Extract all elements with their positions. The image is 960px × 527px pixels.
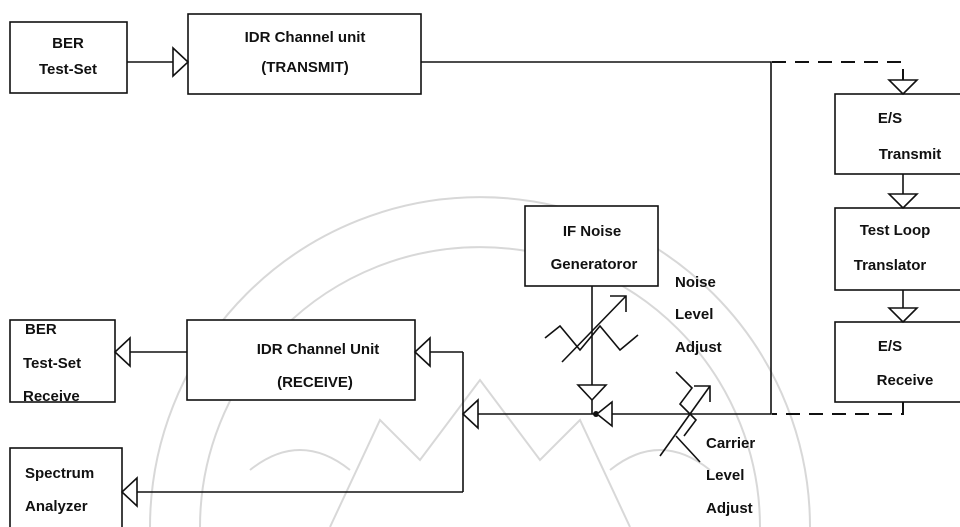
svg-text:Level: Level: [706, 467, 744, 484]
block-test-loop-translator: Test Loop Translator: [834, 207, 960, 291]
svg-text:IF Noise: IF Noise: [563, 223, 621, 240]
carrier-level-adjust-label: Carrier Level Adjust: [706, 435, 755, 517]
arrow-into-split: [461, 398, 479, 430]
svg-text:Carrier: Carrier: [706, 435, 755, 452]
signal-paths: [113, 46, 919, 508]
block-ber-test-set-receive: BER Test-Set Receive: [9, 319, 116, 405]
svg-text:(RECEIVE): (RECEIVE): [277, 374, 353, 391]
arrow-carrier-left: [595, 400, 613, 428]
svg-text:Analyzer: Analyzer: [25, 498, 88, 515]
svg-text:Test-Set: Test-Set: [23, 355, 81, 372]
svg-text:Noise: Noise: [675, 274, 716, 291]
svg-text:Generatoror: Generatoror: [551, 256, 638, 273]
svg-text:BER: BER: [52, 35, 84, 52]
svg-text:IDR Channel Unit: IDR Channel Unit: [257, 341, 380, 358]
arrow-into-es-transmit: [887, 79, 919, 96]
svg-text:Receive: Receive: [877, 372, 934, 389]
arrow-into-idr-transmit: [172, 46, 190, 78]
svg-text:Adjust: Adjust: [706, 500, 753, 517]
arrow-into-test-loop: [887, 193, 919, 210]
block-es-transmit: E/S Transmit: [834, 93, 960, 175]
block-idr-channel-transmit: IDR Channel unit (TRANSMIT): [187, 13, 422, 95]
noise-level-attenuator-symbol: [544, 295, 639, 363]
arrow-into-es-receive: [887, 307, 919, 324]
svg-text:Test Loop: Test Loop: [860, 222, 931, 239]
svg-text:Receive: Receive: [23, 388, 80, 405]
svg-text:E/S: E/S: [878, 338, 902, 355]
block-es-receive: E/S Receive: [834, 321, 960, 403]
svg-text:Test-Set: Test-Set: [39, 61, 97, 78]
arrow-noise-down: [576, 384, 608, 402]
svg-text:Translator: Translator: [854, 257, 927, 274]
svg-text:(TRANSMIT): (TRANSMIT): [261, 59, 348, 76]
arrow-into-idr-receive: [413, 336, 431, 368]
svg-text:Level: Level: [675, 306, 713, 323]
block-spectrum-analyzer: Spectrum Analyzer: [9, 447, 123, 527]
svg-text:BER: BER: [25, 321, 57, 338]
svg-text:E/S: E/S: [878, 110, 902, 127]
svg-text:Spectrum: Spectrum: [25, 465, 94, 482]
block-idr-channel-receive: IDR Channel Unit (RECEIVE): [186, 319, 416, 401]
svg-text:Adjust: Adjust: [675, 339, 722, 356]
noise-level-adjust-label: Noise Level Adjust: [675, 274, 722, 356]
block-if-noise-generator: IF Noise Generatoror: [524, 205, 659, 287]
svg-text:Transmit: Transmit: [879, 146, 942, 163]
arrow-into-spectrum: [120, 476, 138, 508]
block-ber-test-set-transmit: BER Test-Set: [9, 21, 128, 94]
arrow-into-ber-receive: [113, 336, 131, 368]
carrier-level-attenuator-symbol: [659, 371, 711, 463]
svg-text:IDR Channel unit: IDR Channel unit: [245, 29, 366, 46]
